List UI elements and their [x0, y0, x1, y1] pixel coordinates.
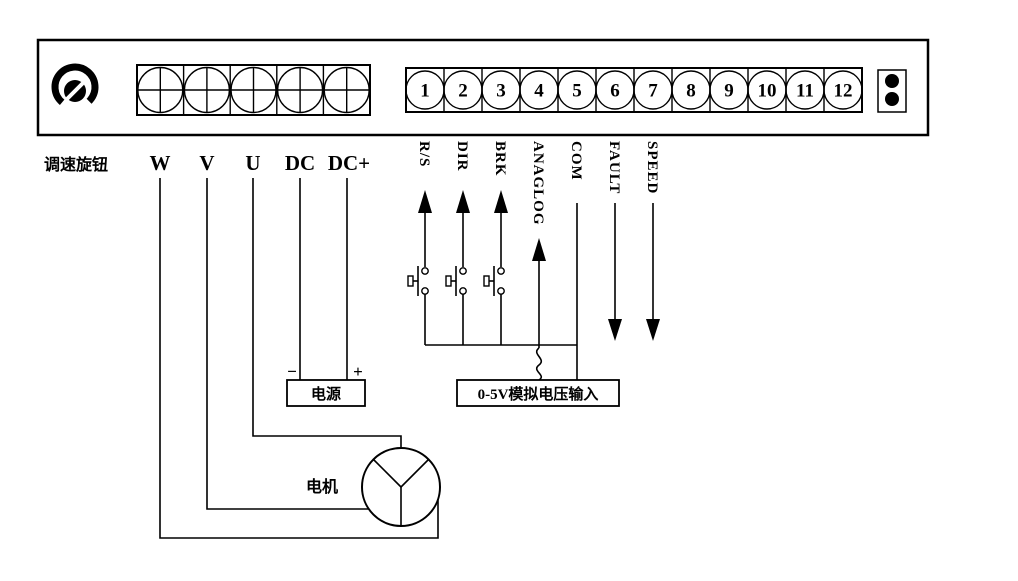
terminal-number: 5	[572, 81, 582, 102]
terminal-label-v: V	[199, 151, 214, 175]
screw-terminal-icon	[230, 66, 277, 114]
signal-label-anaglog: ANAGLOG	[530, 141, 546, 226]
knob-label: 调速旋钮	[44, 155, 108, 174]
indicator-leds	[877, 69, 907, 113]
wire-w	[159, 178, 439, 539]
power-supply-box	[286, 379, 366, 407]
led-dot-icon	[885, 74, 899, 88]
motor-symbol	[361, 447, 441, 527]
switch-icon	[445, 266, 467, 296]
signal-label-dir: DIR	[454, 141, 470, 172]
screw-terminal-icon	[323, 66, 370, 114]
down-arrow-icon	[646, 319, 660, 341]
wire-v	[206, 178, 369, 510]
terminal-number: 7	[648, 81, 658, 102]
terminal-number: 4	[534, 81, 544, 102]
knob-ring	[51, 63, 99, 111]
brk-input-circuit	[483, 190, 508, 345]
led-dot-icon	[885, 92, 899, 106]
terminal-number: 9	[724, 81, 734, 102]
terminal-label-w: W	[150, 151, 171, 175]
up-arrow-icon	[418, 190, 432, 213]
signal-label-speed: SPEED	[644, 141, 660, 194]
signal-label-rs: R/S	[416, 141, 432, 167]
screw-terminal-icon	[183, 66, 231, 114]
fault-output-circuit	[608, 203, 622, 341]
up-arrow-icon	[532, 238, 546, 261]
rs-input-circuit	[407, 190, 432, 345]
dir-input-circuit	[445, 190, 470, 345]
screw-terminal-icon	[823, 70, 863, 110]
terminal-number: 1	[420, 81, 430, 102]
minus-sign: −	[287, 362, 297, 381]
power-terminal-block	[136, 64, 371, 116]
terminal-label-dc-plus: DC+	[328, 151, 370, 175]
analog-voltage-box: 0-5V模拟电压输入	[456, 379, 620, 407]
switch-icon	[407, 266, 429, 296]
com-circuit	[425, 203, 578, 380]
up-arrow-icon	[494, 190, 508, 213]
power-supply-label: 电源	[311, 385, 341, 403]
switch-icon	[483, 266, 505, 296]
analog-input-circuit	[532, 238, 546, 381]
terminal-number: 12	[834, 81, 853, 102]
motor-label: 电机	[306, 477, 338, 496]
speed-knob-icon	[51, 63, 99, 111]
power-supply-circuit: − + 电源	[286, 178, 366, 407]
terminal-number: 2	[458, 81, 468, 102]
knob-slot	[65, 82, 84, 101]
speed-output-circuit	[646, 203, 660, 341]
signal-label-fault: FAULT	[606, 141, 622, 194]
screw-terminal-icon	[137, 66, 184, 114]
screw-terminal-icon	[276, 66, 324, 114]
signal-terminal-block: 1 2 3 4 5 6 7 8 9 10 11 12	[405, 67, 863, 113]
terminal-number: 8	[686, 81, 696, 102]
terminal-number: 6	[610, 81, 620, 102]
terminal-number: 3	[496, 81, 506, 102]
terminal-label-u: U	[245, 151, 260, 175]
up-arrow-icon	[456, 190, 470, 213]
plus-sign: +	[353, 362, 363, 381]
signal-label-brk: BRK	[492, 141, 508, 177]
signal-label-com: COM	[568, 141, 584, 181]
squiggle-strain-relief	[535, 347, 543, 381]
terminal-label-dc-minus: DC	[285, 151, 315, 175]
terminal-number: 10	[758, 81, 777, 102]
wire-u	[252, 178, 402, 448]
terminal-number: 11	[796, 81, 814, 102]
analog-voltage-label: 0-5V模拟电压输入	[478, 385, 599, 403]
motor-wires	[159, 178, 439, 539]
down-arrow-icon	[608, 319, 622, 341]
